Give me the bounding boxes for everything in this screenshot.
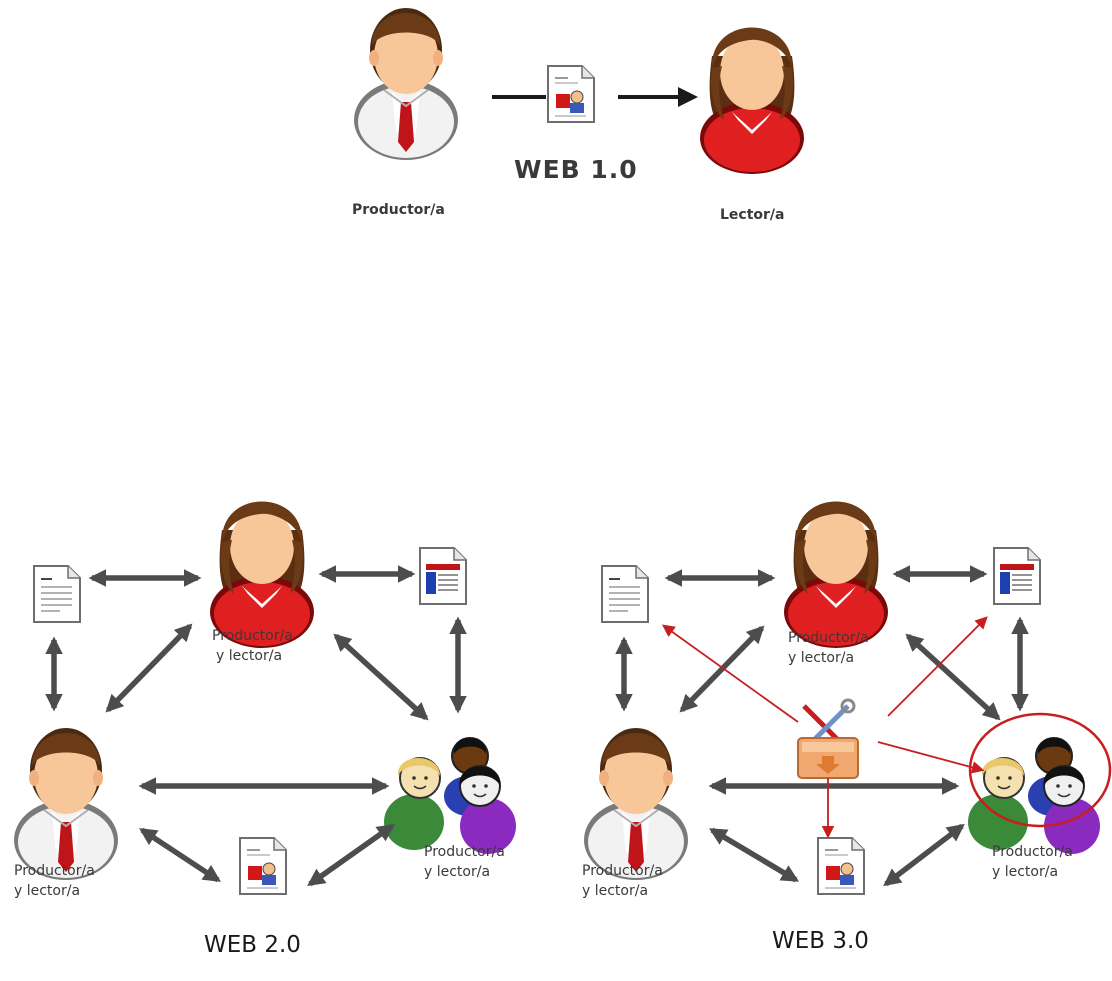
web1-diagram [353, 7, 804, 174]
man-user-icon [13, 727, 119, 881]
arrow-woman-man [105, 623, 193, 713]
arrow-woman-group [905, 633, 1001, 721]
arrow-group-doc [883, 823, 965, 887]
arrow-group-doc [307, 823, 395, 887]
web3-diagram [583, 501, 1112, 895]
image-document-icon [547, 65, 595, 123]
semantic-arrow-to-sheet [887, 616, 988, 717]
web3-group-label-line1: Productor/a [992, 844, 1073, 860]
web2-woman-label-line1: Productor/a [212, 628, 293, 644]
woman-user-icon [700, 27, 804, 174]
woman-user-icon [784, 501, 888, 648]
web3-woman-label-line2: y lector/a [788, 650, 855, 666]
man-user-icon [583, 727, 689, 881]
text-document-icon [33, 565, 81, 623]
group-highlight-circle [968, 712, 1112, 828]
arrow-man-doc [708, 827, 800, 883]
web2-man-label-line2: y lector/a [14, 883, 81, 899]
web2-title: WEB 2.0 [204, 932, 301, 958]
arrow-woman-man [679, 625, 765, 713]
arrow-woman-group [333, 633, 429, 721]
spreadsheet-document-icon [419, 547, 467, 605]
web2-woman-label-line2: y lector/a [216, 648, 283, 664]
web2-man-label-line1: Productor/a [14, 863, 95, 879]
image-document-icon [817, 837, 865, 895]
semantic-arrow-to-group [877, 741, 985, 774]
web2-group-label-line1: Productor/a [424, 844, 505, 860]
web1-reader-label: Lector/a [720, 207, 785, 223]
tools-box-icon [798, 700, 858, 778]
web1-title: WEB 1.0 [514, 155, 638, 184]
text-document-icon [601, 565, 649, 623]
arrow-man-doc [139, 827, 221, 883]
image-document-icon [239, 837, 287, 895]
web2-diagram [13, 501, 517, 895]
web3-title: WEB 3.0 [772, 928, 869, 954]
web3-group-label-line2: y lector/a [992, 864, 1059, 880]
user-group-icon [967, 736, 1101, 855]
man-user-icon [353, 7, 459, 161]
spreadsheet-document-icon [993, 547, 1041, 605]
web2-group-label-line2: y lector/a [424, 864, 491, 880]
semantic-arrow-to-text-doc [661, 624, 799, 723]
web3-woman-label-line1: Productor/a [788, 630, 869, 646]
web1-producer-label: Productor/a [352, 202, 445, 218]
web3-man-label-line1: Productor/a [582, 863, 663, 879]
user-group-icon [383, 736, 517, 855]
web3-man-label-line2: y lector/a [582, 883, 649, 899]
